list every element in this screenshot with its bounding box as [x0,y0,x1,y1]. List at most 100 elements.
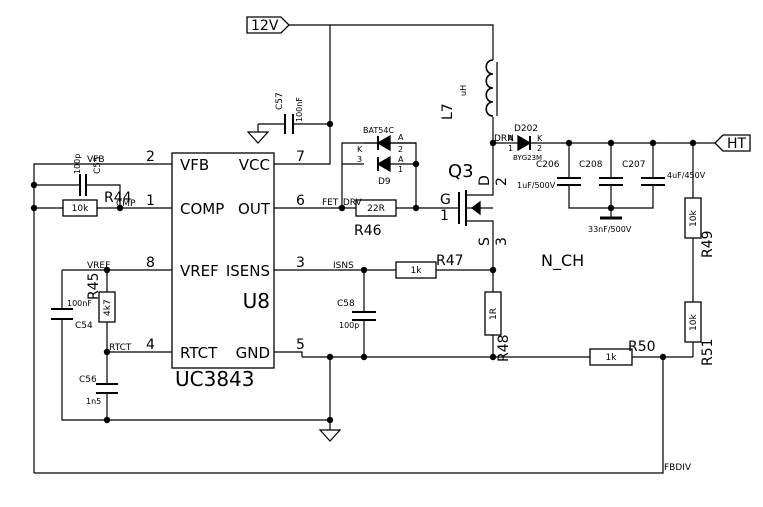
d202-value: BYG23M [513,154,542,162]
r46-ref: R46 [354,223,382,239]
pin-name-vfb: VFB [180,156,209,174]
q3-pin-d-num: 2 [494,177,510,186]
power-ht: HT [714,134,751,152]
pin-name-rtct: RTCT [180,344,218,362]
c54-value: 100nF [67,299,92,308]
c58-value: 100p [339,321,359,330]
d9-pin-a1: A [398,133,404,142]
c54-ref: C54 [75,321,93,331]
q3-ref: Q3 [448,161,474,182]
capacitor-c55: 100p C55 [60,154,107,196]
d9-value: BAT54C [363,126,394,135]
q3-pin-d: D [477,175,493,186]
r47-value: 1k [411,266,423,276]
power-12v: 12V [246,16,290,34]
d202-pin-k: K [537,134,543,143]
q3-type: N_CH [541,251,584,271]
c206-value: 1uF/500V [517,181,556,190]
r45-ref: R45 [86,272,102,300]
capacitor-c57: C57 100nF [275,92,304,134]
d9-pin-1: 1 [398,165,403,174]
pin-name-vcc: VCC [239,156,270,174]
ground-symbols [246,131,622,442]
pin-num-isens: 3 [296,255,305,271]
r45-value: 4k7 [103,299,113,316]
resistor-r46: 22R R46 [354,199,397,239]
r44-ref: R44 [104,190,132,206]
diode-d9: BAT54C K 3 A 2 A 1 D9 [357,126,404,187]
ic-u8: VFB VCC COMP OUT VREF ISENS RTCT GND 2 7… [141,149,305,391]
c208-value: 33nF/500V [588,225,632,234]
q3-pin-s-num: 3 [494,237,510,246]
net-label-drn: DRN [494,134,514,144]
r49-value: 10k [689,210,699,227]
q3-pin-g: G [440,192,451,208]
c57-ref: C57 [275,92,285,110]
power-12v-label: 12V [251,18,279,34]
resistor-r47: 1k R47 [395,253,464,279]
wires [33,24,715,474]
net-labels: VFB CMP FET_DRV VREF ISNS RTCT DRN FBDIV [87,134,692,473]
r51-value: 10k [689,314,699,331]
d9-ref: D9 [378,177,391,187]
d9-pin-2: 2 [398,145,403,154]
r44-value: 10k [72,204,89,214]
c207-ref: C207 [622,160,645,170]
capacitor-c207: C207 4uF/450V [622,160,706,186]
pin-num-out: 6 [296,193,305,209]
net-label-vfb: VFB [87,155,105,165]
inductor-l7: uH L7 [440,59,498,120]
net-label-fbdiv: FBDIV [664,463,692,473]
c206-ref: C206 [536,160,560,170]
pin-name-vref: VREF [180,262,219,280]
r51-ref: R51 [700,338,716,366]
r48-ref: R48 [496,334,512,362]
diode-d202: D202 A 1 K 2 BYG23M [505,124,543,162]
q3-pin-s: S [477,237,493,246]
c56-ref: C56 [79,375,97,385]
net-label-rtct: RTCT [109,343,132,353]
r46-value: 22R [367,204,385,214]
l7-ref: L7 [440,103,456,120]
r48-value: 1R [489,308,499,320]
pin-num-comp: 1 [146,193,155,209]
pin-num-gnd: 5 [296,337,305,353]
capacitor-c54: 100nF C54 [51,299,93,331]
c58-ref: C58 [337,299,355,309]
power-ht-label: HT [727,136,747,152]
resistor-r48: 1R R48 [484,291,512,362]
c56-value: 1n5 [86,397,101,406]
ic-ref: U8 [243,289,270,313]
pin-num-vcc: 7 [296,149,305,165]
pin-name-out: OUT [238,200,271,218]
q3-pin-g-num: 1 [440,208,449,224]
net-label-cmp: CMP [116,199,136,209]
resistor-r49: 10k R49 [684,197,716,258]
pin-name-gnd: GND [236,344,270,362]
d202-pin-a: A [508,134,514,143]
pin-num-vfb: 2 [146,149,155,165]
c55-value: 100p [73,154,82,174]
c207-value: 4uF/450V [667,171,706,180]
resistor-r44: 10k R44 [62,190,132,217]
d9-pin-3: 3 [357,155,362,164]
c55-ref: C55 [93,156,103,174]
pin-name-isens: ISENS [226,262,270,280]
junctions [30,120,697,424]
capacitor-c206: C206 1uF/500V [517,160,581,190]
r50-value: 1k [606,353,618,363]
d9-pin-k: K [357,145,363,154]
net-label-fet-drv: FET_DRV [322,198,363,208]
pin-num-vref: 8 [146,255,155,271]
net-label-isns: ISNS [333,261,354,271]
pin-num-rtct: 4 [146,337,155,353]
pin-name-comp: COMP [180,200,224,218]
d202-pin-k-num: 2 [537,144,542,153]
capacitor-c56: C56 1n5 [79,375,118,406]
mosfet-q3: Q3 N_CH G 1 D 2 S 3 [440,161,584,271]
capacitor-c58: C58 100p [337,299,376,330]
resistor-r50: 1k R50 [589,339,656,366]
c57-value: 100nF [295,97,304,122]
d9-pin-a2: A [398,155,404,164]
